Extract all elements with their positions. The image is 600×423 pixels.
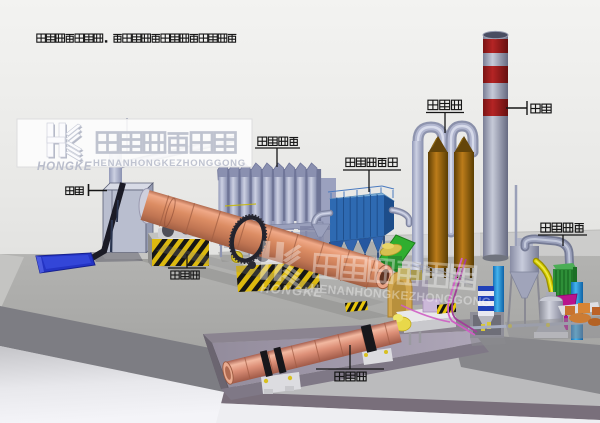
svg-text:HONGKE: HONGKE <box>260 280 324 300</box>
svg-text:HENANHONGKEZHONGGONG: HENANHONGKEZHONGGONG <box>93 158 246 169</box>
svg-text:HONGKE: HONGKE <box>37 161 92 173</box>
